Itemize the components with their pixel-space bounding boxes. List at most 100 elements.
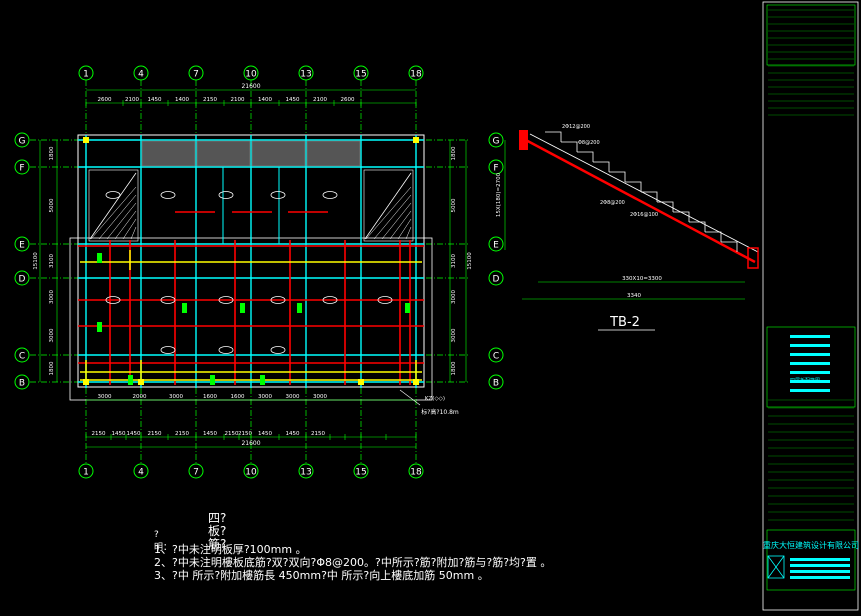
dim-bottom: 2150 xyxy=(148,431,162,437)
stair-step xyxy=(625,181,642,192)
stair-tread xyxy=(130,226,137,240)
stair-diagonal xyxy=(364,172,412,240)
grid-bubble-label: G xyxy=(493,137,500,147)
stair-tread xyxy=(389,210,412,240)
grid-bubble xyxy=(488,347,504,363)
slab-tag xyxy=(105,191,121,199)
dim-bottom-2: 3000 xyxy=(169,394,183,400)
dim-left: 3000 xyxy=(49,290,55,304)
stair-dim-steps: 330X10=3300 xyxy=(622,276,662,282)
dim-top: 2600 xyxy=(341,97,355,103)
dim-bottom-2: 1600 xyxy=(203,394,217,400)
grid-bubble-label: B xyxy=(493,379,499,389)
stair-step xyxy=(689,221,706,232)
grid-bubble xyxy=(488,132,504,148)
dim-left: 5000 xyxy=(49,198,55,212)
stair-slab-top xyxy=(529,133,759,253)
column xyxy=(413,137,419,143)
dim-top: 2100 xyxy=(231,97,245,103)
company-name: 重庆大恒建筑设计有限公司 xyxy=(763,540,859,550)
stair-label: 2Φ12@200 xyxy=(562,124,590,130)
title-block-section xyxy=(766,4,856,66)
grid-bubble-label: 18 xyxy=(410,70,422,80)
hatched-slab xyxy=(141,140,196,167)
dim-bottom: 2150 xyxy=(225,431,239,437)
dim-bottom: 1450 xyxy=(203,431,217,437)
dim-right: 3000 xyxy=(451,328,457,342)
slab-tag xyxy=(105,296,121,304)
stair-label: Φ8@200 xyxy=(578,140,600,146)
grid-bubble xyxy=(243,65,259,81)
grid-bubble xyxy=(353,463,369,479)
grid-bubble-label: D xyxy=(19,275,26,285)
dim-bottom: 1450 xyxy=(286,431,300,437)
note-line-2: 2、?中未注明樓板底筋?双?双向?Φ8@200。?中所示?筋?附加?筋与?筋?均… xyxy=(154,556,552,569)
grid-bubble-label: 1 xyxy=(83,70,89,80)
hatched-slab xyxy=(251,140,306,167)
grid-bubble-label: 10 xyxy=(245,70,257,80)
stair-tread xyxy=(106,202,137,240)
title-block-field xyxy=(790,344,830,347)
grid-bubble-label: 4 xyxy=(138,468,144,478)
slab-tag xyxy=(160,346,176,354)
stair-tread xyxy=(381,202,412,240)
dim-bottom-2: 3000 xyxy=(313,394,327,400)
grid-bubble xyxy=(408,65,424,81)
title-block-field xyxy=(790,371,830,374)
grid-bubble-label: G xyxy=(19,137,26,147)
stair-dim-vertical: 15X(180)=2700 xyxy=(496,172,502,217)
grid-bubble xyxy=(133,463,149,479)
grid-bubble xyxy=(14,236,30,252)
dim-right: 1800 xyxy=(451,361,457,375)
stair-step xyxy=(721,241,738,252)
dim-right: 3100 xyxy=(451,254,457,268)
grid-bubble-label: 7 xyxy=(193,70,199,80)
dim-top: 2100 xyxy=(313,97,327,103)
slab-tag xyxy=(218,191,234,199)
dim-bottom: 2150 xyxy=(92,431,106,437)
stair-well xyxy=(88,169,139,242)
hatched-slab xyxy=(306,140,361,167)
dim-bottom: 2150 xyxy=(238,431,252,437)
stair-label: 2Φ16@100 xyxy=(630,212,658,218)
dim-right: 1800 xyxy=(451,146,457,160)
title-block-field xyxy=(790,380,830,383)
grid-bubble-label: 13 xyxy=(300,468,311,478)
dim-bottom-2: 2000 xyxy=(133,394,147,400)
title-block-field xyxy=(790,362,830,365)
grid-bubble-label: 18 xyxy=(410,468,422,478)
stair-tread xyxy=(122,218,137,240)
stair-end-beam xyxy=(747,247,759,269)
rebar-tag xyxy=(260,375,265,385)
dim-bottom-2: 3000 xyxy=(286,394,300,400)
rebar-tag xyxy=(182,303,187,313)
logo-line xyxy=(767,555,785,579)
grid-bubble xyxy=(14,132,30,148)
stair-tread xyxy=(405,226,412,240)
column xyxy=(83,379,89,385)
stair-label: 2Φ8@200 xyxy=(600,200,625,206)
rebar-tag xyxy=(240,303,245,313)
grid-bubble xyxy=(14,270,30,286)
stair-section: 15X(180)=2700330X10=33003340TB-22Φ12@200… xyxy=(496,124,759,331)
rebar-tag xyxy=(97,322,102,332)
slab-tag xyxy=(160,191,176,199)
dim-bottom: 2150 xyxy=(175,431,189,437)
stair-tread xyxy=(373,194,412,240)
column xyxy=(413,379,419,385)
title-block-field xyxy=(790,564,850,567)
grid-bubble-label: 1 xyxy=(83,468,89,478)
floor-plan xyxy=(69,134,433,401)
slab-tag xyxy=(218,296,234,304)
slab-tag xyxy=(322,191,338,199)
dim-bottom-2: 3000 xyxy=(98,394,112,400)
slab-tag xyxy=(377,296,393,304)
grid-bubble xyxy=(243,463,259,479)
grid-bubble xyxy=(14,374,30,390)
stair-step xyxy=(673,211,690,222)
stair-step xyxy=(657,201,674,212)
grid-bubble xyxy=(488,159,504,175)
grid-bubble-label: 13 xyxy=(300,70,311,80)
grid-bubble xyxy=(488,270,504,286)
